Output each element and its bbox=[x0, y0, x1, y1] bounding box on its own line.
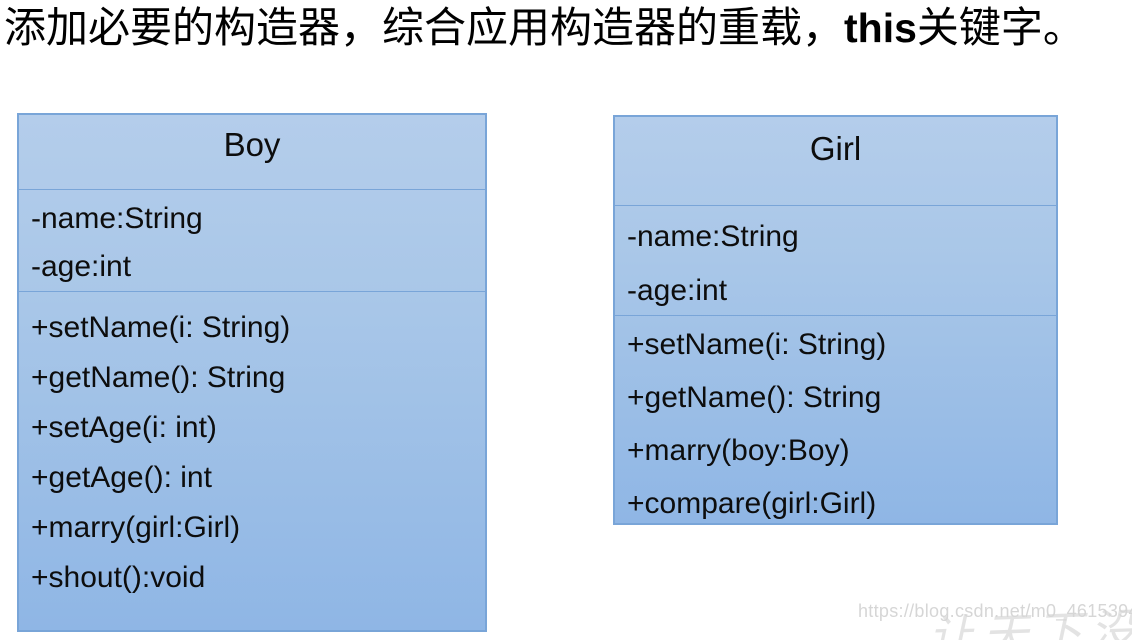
method-row: +setName(i: String) bbox=[31, 311, 291, 344]
page-title: 添加必要的构造器，综合应用构造器的重载，this关键字。 bbox=[4, 2, 1128, 57]
method-row: +shout():void bbox=[31, 561, 206, 594]
method-row: +compare(girl:Girl) bbox=[627, 487, 877, 520]
page-title-suffix: 关键字。 bbox=[916, 6, 1085, 52]
method-row: +getAge(): int bbox=[31, 461, 212, 494]
attribute-row: -name:String bbox=[627, 220, 799, 253]
class-header-girl: Girl bbox=[615, 117, 1056, 206]
page-title-keyword-this: this bbox=[844, 5, 917, 51]
page-title-prefix: 添加必要的构造器，综合应用构造器的重载， bbox=[4, 6, 845, 52]
attributes-section-girl: -name:String -age:int bbox=[615, 206, 1056, 316]
uml-class-box-girl: Girl -name:String -age:int +setName(i: S… bbox=[613, 115, 1058, 525]
method-row: +setAge(i: int) bbox=[31, 411, 217, 444]
attribute-row: -age:int bbox=[627, 274, 728, 307]
attribute-row: -name:String bbox=[31, 202, 203, 235]
class-header-boy: Boy bbox=[19, 115, 485, 190]
methods-section-girl: +setName(i: String) +getName(): String +… bbox=[615, 316, 1056, 530]
class-name-girl: Girl bbox=[809, 130, 862, 167]
class-name-boy: Boy bbox=[223, 126, 281, 163]
method-row: +marry(girl:Girl) bbox=[31, 511, 241, 544]
method-row: +marry(boy:Boy) bbox=[627, 434, 850, 467]
method-row: +getName(): String bbox=[627, 381, 882, 414]
method-row: +getName(): String bbox=[31, 361, 286, 394]
attribute-row: -age:int bbox=[31, 250, 132, 283]
method-row: +setName(i: String) bbox=[627, 328, 887, 361]
watermark-url: https://blog.csdn.net/m0_46153949 bbox=[858, 601, 1132, 621]
uml-class-box-boy: Boy -name:String -age:int +setName(i: St… bbox=[17, 113, 487, 632]
attributes-section-boy: -name:String -age:int bbox=[19, 190, 485, 292]
methods-section-boy: +setName(i: String) +getName(): String +… bbox=[19, 292, 485, 603]
